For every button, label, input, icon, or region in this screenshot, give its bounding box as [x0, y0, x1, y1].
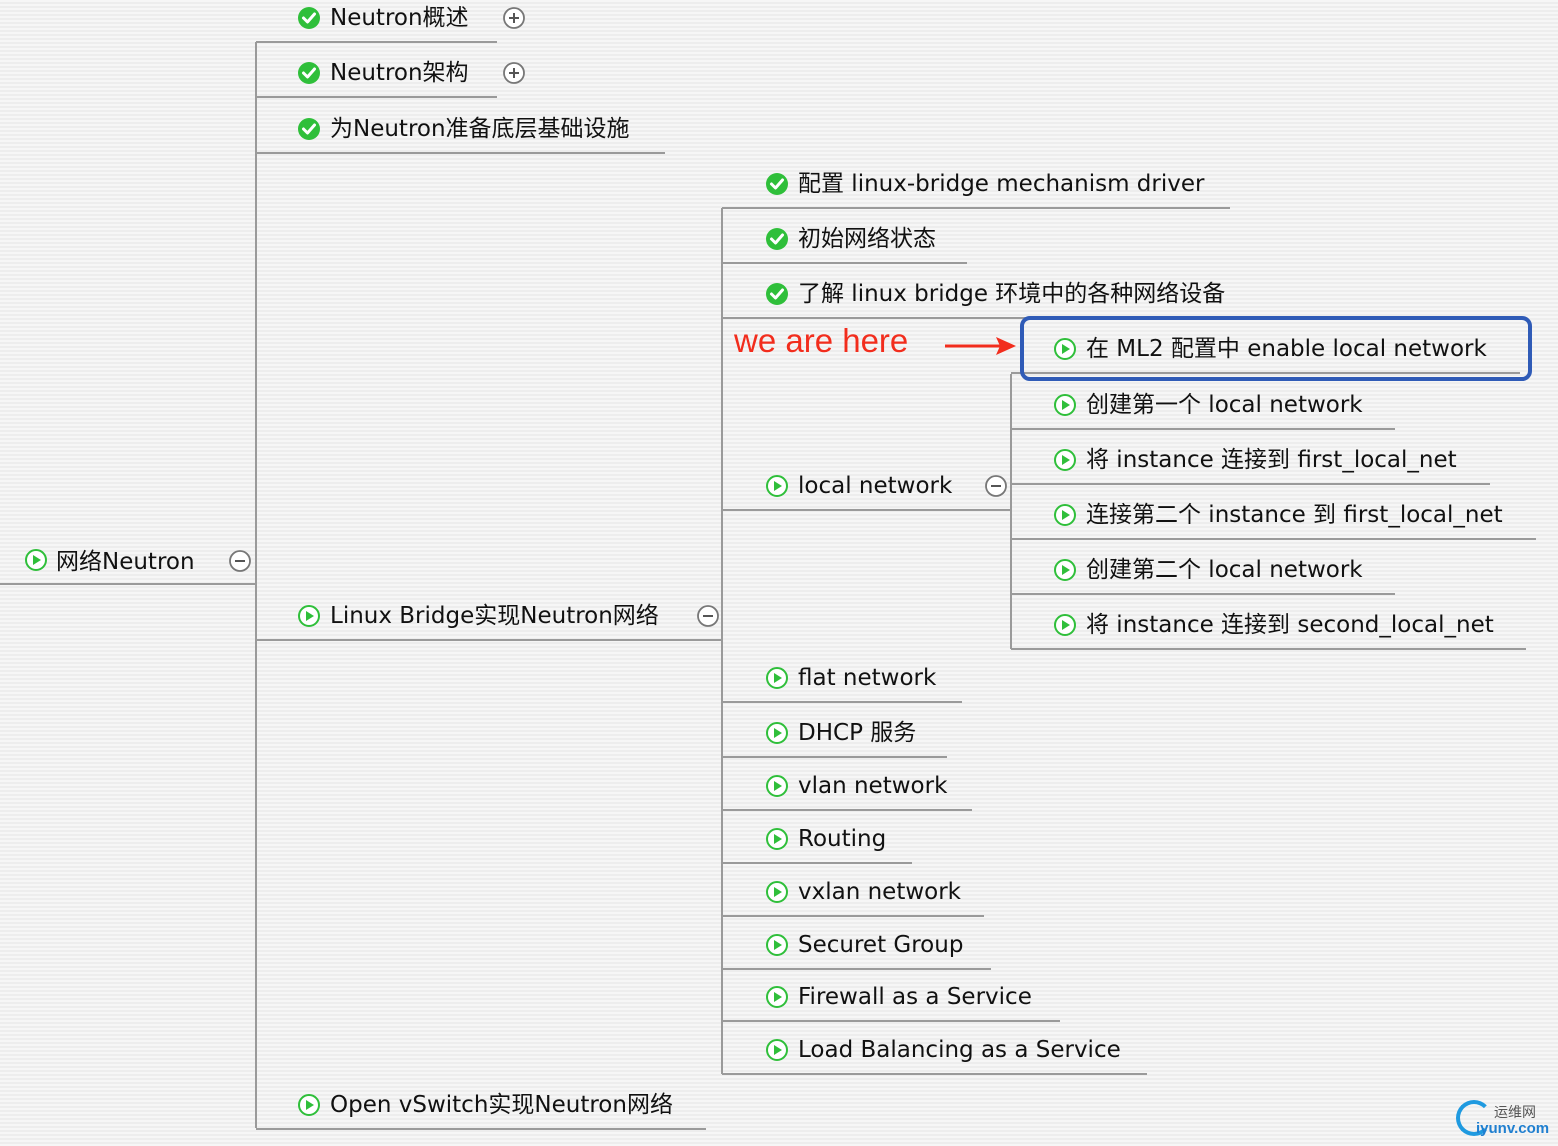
node-arch-check-icon [298, 62, 320, 84]
arrow-head-icon [996, 337, 1016, 355]
watermark: 运维网 iyunv.com [1454, 1098, 1554, 1142]
connector-lines [0, 41, 1536, 1130]
node-ovs-play-icon [298, 1094, 320, 1116]
node-secgroup-label[interactable]: Securet Group [798, 932, 964, 958]
node-ml2-play-icon [1054, 338, 1076, 360]
node-init-net-label[interactable]: 初始网络状态 [798, 226, 936, 252]
watermark-logo-icon [1456, 1100, 1492, 1136]
root-label[interactable]: 网络Neutron [56, 549, 195, 575]
node-ovs-label[interactable]: Open vSwitch实现Neutron网络 [330, 1092, 673, 1118]
node-cfg-driver-label[interactable]: 配置 linux-bridge mechanism driver [798, 171, 1205, 197]
node-arch-label[interactable]: Neutron架构 [330, 60, 469, 86]
root-play-icon [25, 549, 47, 571]
node-fwaas-label[interactable]: Firewall as a Service [798, 984, 1032, 1010]
node-create1-play-icon [1054, 394, 1076, 416]
node-local-collapse-icon[interactable] [985, 475, 1007, 497]
node-attach1-label[interactable]: 将 instance 连接到 first_local_net [1086, 447, 1457, 473]
node-init-net-check-icon [766, 228, 788, 250]
node-flat-play-icon [766, 667, 788, 689]
node-vlan-play-icon [766, 775, 788, 797]
node-infra-label[interactable]: 为Neutron准备底层基础设施 [330, 116, 630, 142]
node-lbaas-play-icon [766, 1039, 788, 1061]
current-step-highlight [1020, 316, 1532, 381]
node-lb-collapse-icon[interactable] [697, 605, 719, 627]
node-infra-check-icon [298, 118, 320, 140]
node-dhcp-play-icon [766, 722, 788, 744]
annotation-arrow [945, 337, 1016, 355]
node-create1-label[interactable]: 创建第一个 local network [1086, 392, 1363, 418]
node-overview-check-icon [298, 7, 320, 29]
node-attach3-label[interactable]: 将 instance 连接到 second_local_net [1086, 612, 1494, 638]
node-routing-play-icon [766, 828, 788, 850]
root-collapse-icon[interactable] [229, 550, 251, 572]
node-vxlan-label[interactable]: vxlan network [798, 879, 961, 905]
node-ml2-label[interactable]: 在 ML2 配置中 enable local network [1086, 336, 1487, 362]
node-attach1-play-icon [1054, 449, 1076, 471]
node-lb-label[interactable]: Linux Bridge实现Neutron网络 [330, 603, 659, 629]
node-attach2-label[interactable]: 连接第二个 instance 到 first_local_net [1086, 502, 1503, 528]
node-vlan-label[interactable]: vlan network [798, 773, 948, 799]
watermark-domain: iyunv.com [1476, 1120, 1550, 1137]
node-devices-label[interactable]: 了解 linux bridge 环境中的各种网络设备 [798, 281, 1226, 307]
node-create2-play-icon [1054, 559, 1076, 581]
node-lb-play-icon [298, 605, 320, 627]
node-overview-label[interactable]: Neutron概述 [330, 5, 469, 31]
node-dhcp-label[interactable]: DHCP 服务 [798, 720, 917, 746]
node-fwaas-play-icon [766, 986, 788, 1008]
watermark-cn: 运维网 [1494, 1105, 1536, 1121]
node-create2-label[interactable]: 创建第二个 local network [1086, 557, 1363, 583]
node-local-play-icon [766, 475, 788, 497]
node-secgroup-play-icon [766, 934, 788, 956]
node-arch-expand-icon[interactable] [503, 62, 525, 84]
node-attach3-play-icon [1054, 614, 1076, 636]
node-overview-expand-icon[interactable] [503, 7, 525, 29]
node-local-label[interactable]: local network [798, 473, 953, 499]
node-devices-check-icon [766, 283, 788, 305]
node-cfg-driver-check-icon [766, 173, 788, 195]
node-routing-label[interactable]: Routing [798, 826, 887, 852]
annotation-text: we are here [734, 322, 909, 359]
node-lbaas-label[interactable]: Load Balancing as a Service [798, 1037, 1121, 1063]
node-flat-label[interactable]: flat network [798, 665, 937, 691]
node-attach2-play-icon [1054, 504, 1076, 526]
node-icons [25, 7, 1076, 1116]
node-vxlan-play-icon [766, 881, 788, 903]
